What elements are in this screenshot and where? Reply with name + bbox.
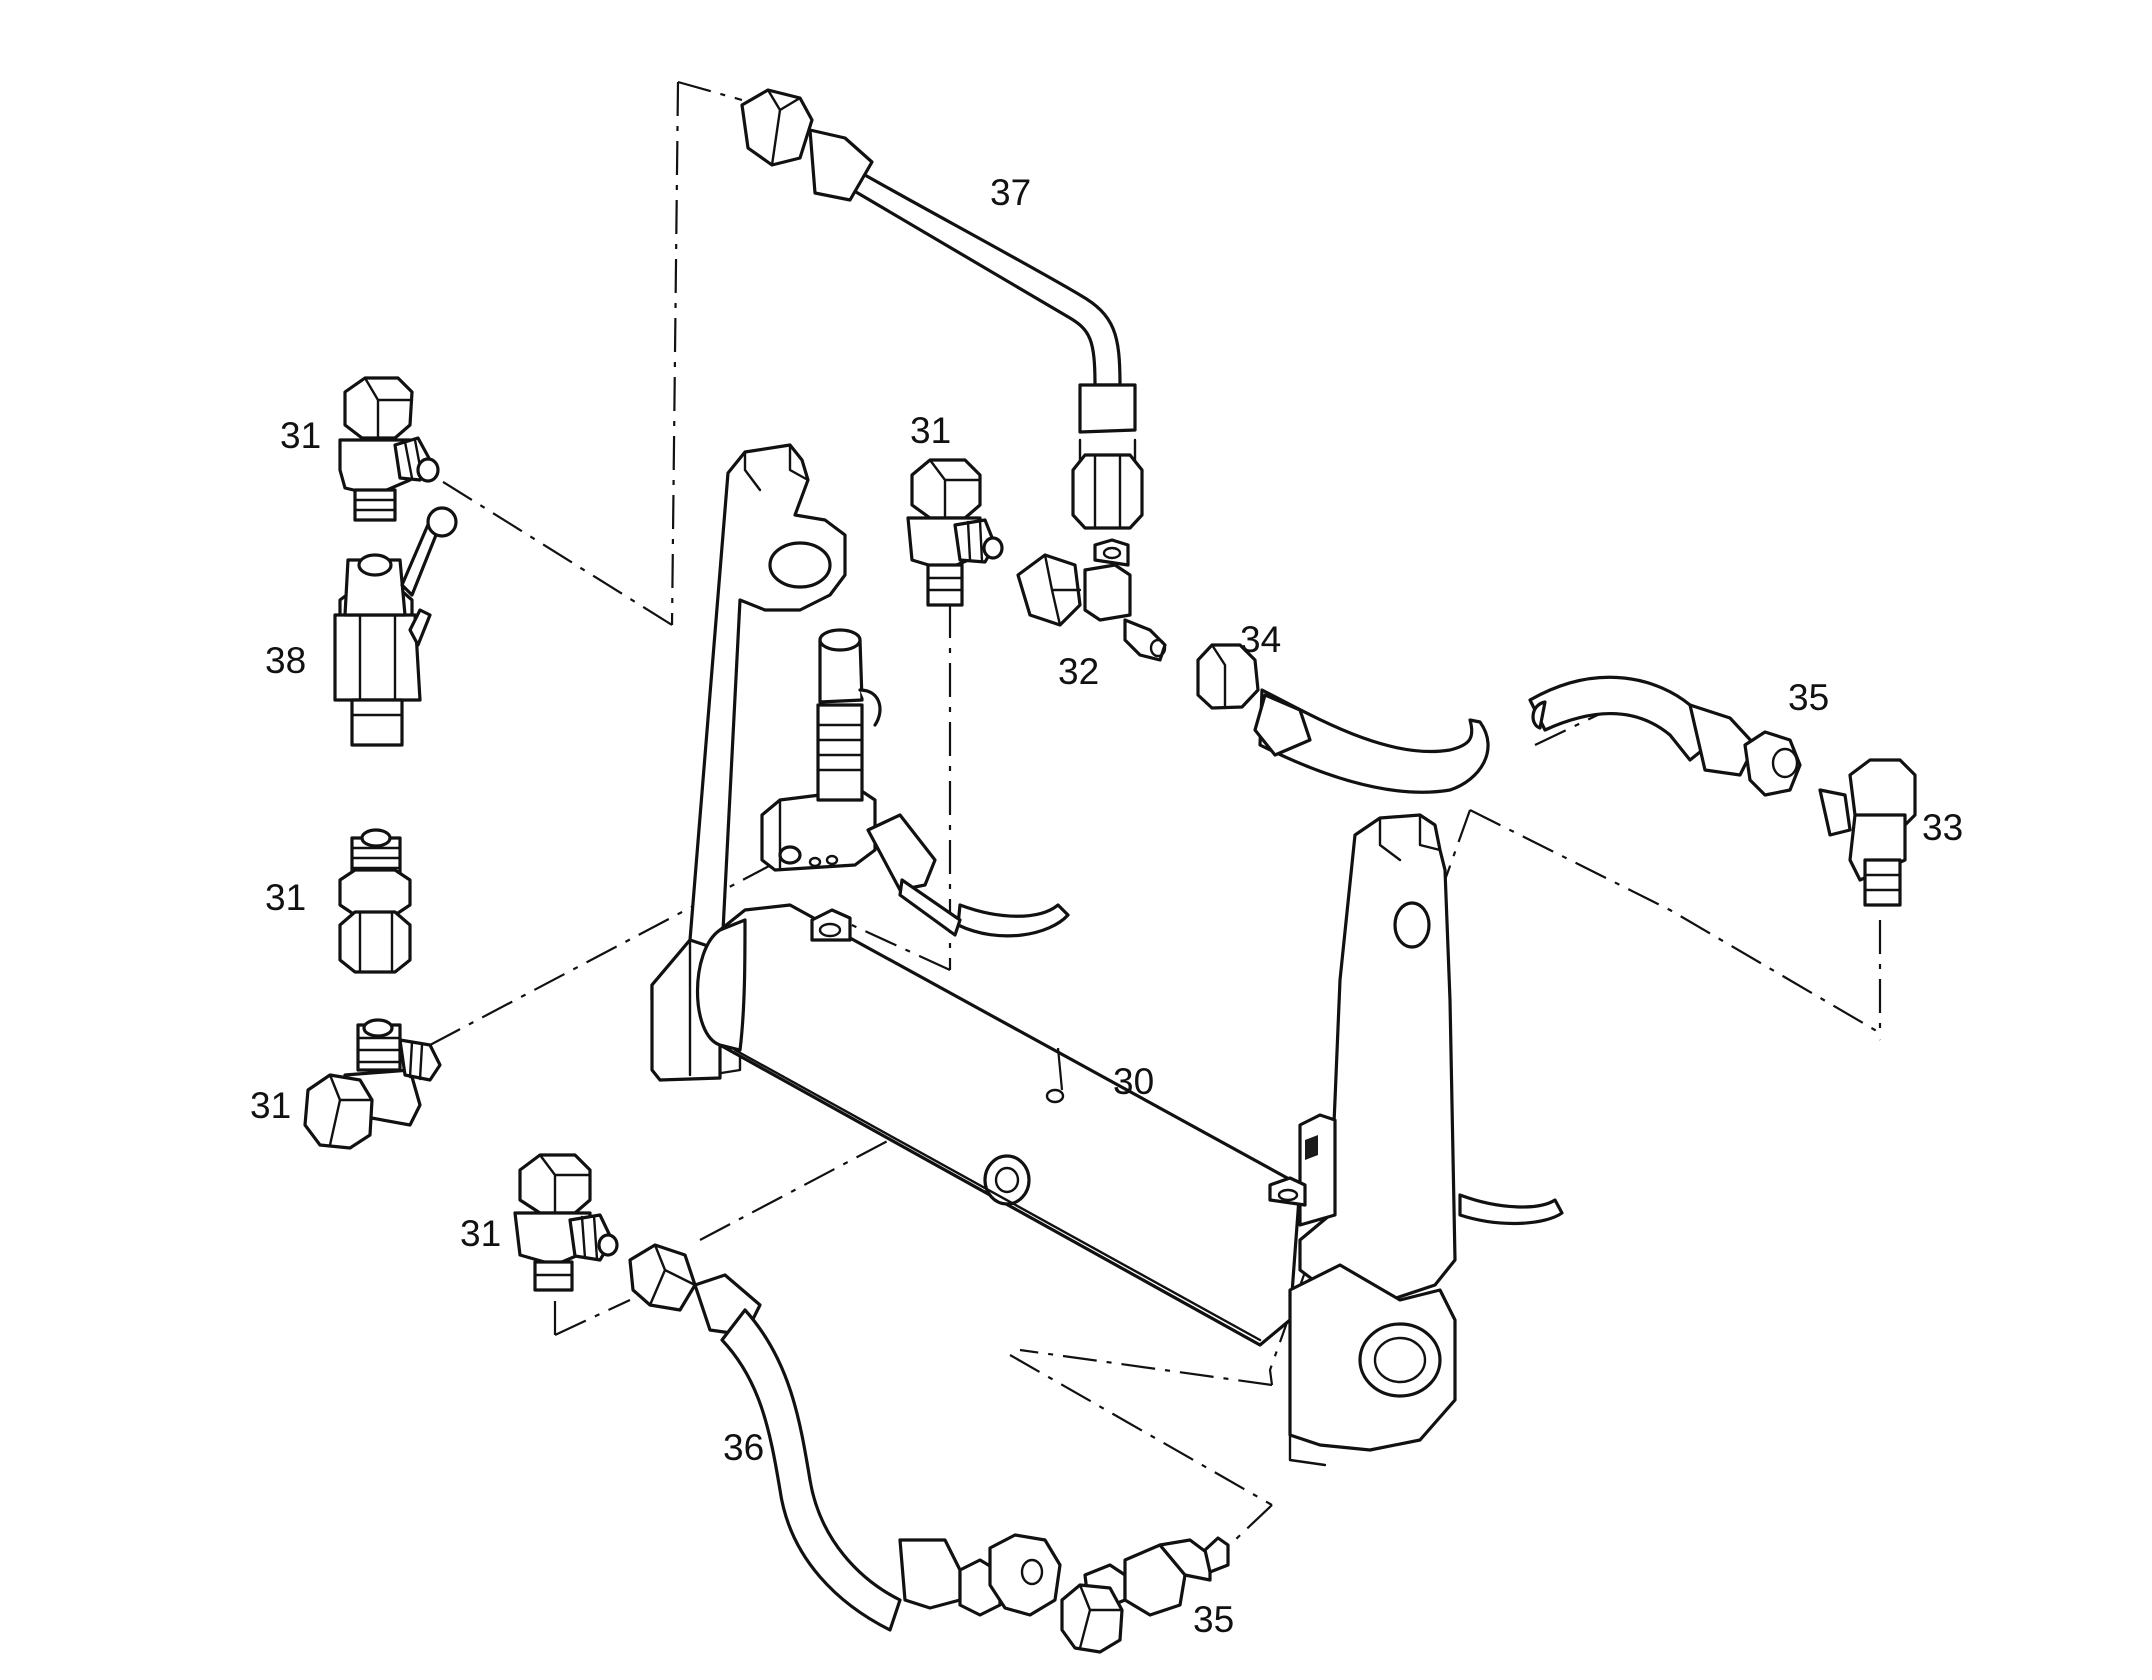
callout-32: 32	[1058, 651, 1099, 692]
callout-35-right: 35	[1788, 677, 1829, 718]
callout-35-left: 34	[1240, 619, 1281, 660]
fitting-31-bottom-right	[1060, 1536, 1230, 1654]
callout-34: 31	[265, 877, 306, 918]
callout-30: 30	[1113, 1061, 1154, 1102]
callout-31-lower-left: 31	[460, 1213, 501, 1254]
callout-31-top-left: 31	[280, 415, 321, 456]
short-pipes	[956, 903, 1564, 1226]
fitting-31-lower-left	[513, 1153, 619, 1292]
valve-38	[333, 506, 458, 747]
fitting-33	[1818, 758, 1917, 907]
pipe-35-hose	[1196, 643, 1802, 797]
callout-31-top-center: 31	[910, 410, 951, 451]
tee-32	[1016, 538, 1167, 662]
callout-37: 37	[990, 172, 1031, 213]
cross-shaft	[696, 903, 1302, 1347]
fitting-31-top-center	[906, 458, 1004, 607]
callout-31-bottom-left: 31	[250, 1085, 291, 1126]
adapter-34	[338, 828, 412, 974]
callout-36: 36	[723, 1427, 764, 1468]
pipe-37	[740, 88, 1144, 530]
callout-labels: 37 31 31 38 32 34 35 33 31 30 31 31 36 3…	[250, 172, 1963, 1640]
callout-33: 33	[1922, 807, 1963, 848]
pipe-36	[628, 1243, 1062, 1632]
leader-lines	[1056, 1047, 1064, 1091]
valve-block	[760, 628, 962, 937]
assembly-lines	[429, 80, 1882, 1541]
fitting-31-bottom-left	[303, 1018, 442, 1150]
fitting-31-top-left	[338, 376, 440, 522]
callout-31-bottom-right: 35	[1193, 1599, 1234, 1640]
callout-38: 38	[265, 640, 306, 681]
right-bracket	[1268, 813, 1457, 1467]
